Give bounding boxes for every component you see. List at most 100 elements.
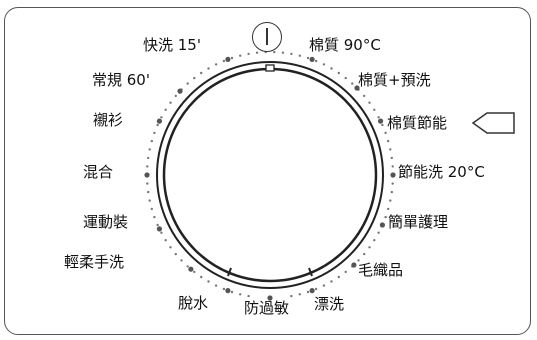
scale-dot [200,275,203,279]
power-icon [265,28,268,45]
scale-dot [247,294,250,298]
scale-dot [281,51,285,54]
scale-dot [322,63,326,66]
scale-dot [381,123,384,127]
program-wool[interactable]: 毛織品 [358,261,404,279]
scale-dot [314,59,318,63]
scale-dot [193,76,196,80]
scale-dot [390,156,393,160]
program-position-dot [225,288,231,294]
scale-dot [290,52,293,56]
program-regular-60[interactable]: 常規 60' [92,71,150,89]
scale-dot [273,50,276,54]
scale-dot [222,59,226,63]
scale-dot [384,215,387,219]
program-rinse[interactable]: 漂洗 [314,295,345,313]
scale-dot [389,199,392,202]
scale-dot [153,215,156,219]
scale-dot [148,199,151,202]
program-anti-allergy[interactable]: 防過敏 [244,299,290,317]
scale-dot [377,231,380,234]
program-position-dot [225,56,231,63]
scale-dot [344,76,347,80]
scale-dot [230,56,234,60]
scale-dot [180,259,183,262]
scale-dot [156,123,159,127]
program-spin[interactable]: 脫水 [178,294,209,312]
scale-dot [153,131,156,135]
scale-dot [384,131,387,135]
program-position-dot [267,295,273,301]
program-position-dot [351,262,357,268]
scale-dot [298,293,301,296]
program-position-dot [379,222,385,228]
scale-dot [337,275,340,279]
scale-dot [368,101,371,104]
scale-dot [207,67,210,70]
program-shirts[interactable]: 襯衫 [93,111,124,129]
scale-dot [150,139,153,143]
program-position-dot [390,172,396,178]
scale-dot [298,54,301,57]
scale-dot [306,290,310,294]
program-mixed[interactable]: 混合 [83,163,114,181]
scale-dot [363,94,366,98]
scale-dot [377,116,380,119]
scale-dot [148,148,151,151]
program-position-dot [144,172,150,178]
program-position-dot [309,288,315,294]
program-position-dot [354,85,360,91]
scale-dot [239,293,242,296]
scale-dot [290,294,293,298]
scale-dot [156,223,159,227]
program-cotton-prewash[interactable]: 棉質+預洗 [358,71,431,89]
scale-dot [255,51,259,54]
dial-inner-ring [162,67,378,283]
scale-dot [200,71,203,75]
scale-dot [207,280,210,283]
scale-dot [322,284,326,287]
scale-dot [390,190,393,194]
program-easy-care[interactable]: 簡單護理 [388,213,449,231]
scale-dot [389,148,392,151]
program-quick-15[interactable]: 快洗 15' [143,36,201,54]
scale-dot [363,252,366,256]
program-cotton-90[interactable]: 棉質 90°C [309,36,381,54]
program-position-dot [378,118,384,124]
program-dots [144,50,396,301]
dial-pointer-notch [265,64,275,72]
scale-dot [174,94,177,98]
scale-dot [387,139,390,143]
scale-dot [147,156,150,160]
program-gentle-hand-wash[interactable]: 輕柔手洗 [64,253,125,271]
scale-dot [391,182,394,185]
program-cotton-eco[interactable]: 棉質節能 [387,114,448,132]
scale-dot [150,207,153,211]
program-position-dot [188,266,194,272]
scale-dot [174,252,177,256]
scale-dot [230,290,234,294]
scale-dot [146,182,149,185]
program-sportswear[interactable]: 運動裝 [83,213,129,231]
scale-dot [214,284,218,287]
scale-dot [247,52,250,56]
scale-dot [164,239,167,242]
scale-dot [387,207,390,211]
scale-dot [160,116,163,119]
dial-tick-right [308,267,313,277]
scale-dot [214,63,218,66]
program-position-dot [156,118,162,124]
dial-tick-left [227,267,232,277]
program-eco-20[interactable]: 節能洗 20°C [398,163,485,181]
scale-dot [337,71,340,75]
scale-dot [330,280,333,283]
scale-dot [160,231,163,234]
scale-dot [147,190,150,194]
scale-dot [222,287,226,291]
scale-dot [373,239,376,242]
scale-dot [368,246,371,249]
program-position-dot [177,88,183,94]
power-button[interactable] [252,22,282,52]
tag-arrow-icon[interactable] [470,111,518,135]
